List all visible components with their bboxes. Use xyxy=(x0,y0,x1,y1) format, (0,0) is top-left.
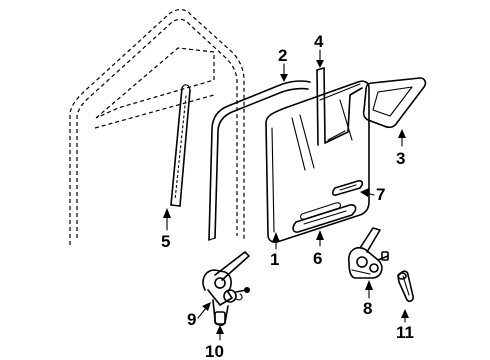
callout-4: 4 xyxy=(314,32,324,51)
quarter-glass xyxy=(362,77,427,129)
sash-channel-upper xyxy=(331,179,364,196)
callout-7: 7 xyxy=(376,185,385,204)
callout-1: 1 xyxy=(270,250,279,269)
glass-run-channel xyxy=(208,80,311,241)
callout-9: 9 xyxy=(187,310,196,329)
sash-channel-lower xyxy=(292,202,357,233)
window-crank-handle xyxy=(397,270,414,303)
window-regulator xyxy=(202,251,250,326)
callout-3: 3 xyxy=(396,149,405,168)
callout-2: 2 xyxy=(278,46,287,65)
run-channel-frame xyxy=(316,67,363,146)
window-regulator-right xyxy=(348,227,389,279)
door-outline xyxy=(69,9,245,245)
leader-lines xyxy=(163,49,409,341)
callout-8: 8 xyxy=(363,299,372,318)
callout-6: 6 xyxy=(313,249,322,268)
callout-5: 5 xyxy=(161,232,170,251)
callout-labels: 1 2 3 4 5 6 7 8 9 10 11 xyxy=(161,32,414,360)
callout-11: 11 xyxy=(396,323,414,342)
callout-10: 10 xyxy=(205,342,224,360)
division-channel xyxy=(170,84,191,207)
